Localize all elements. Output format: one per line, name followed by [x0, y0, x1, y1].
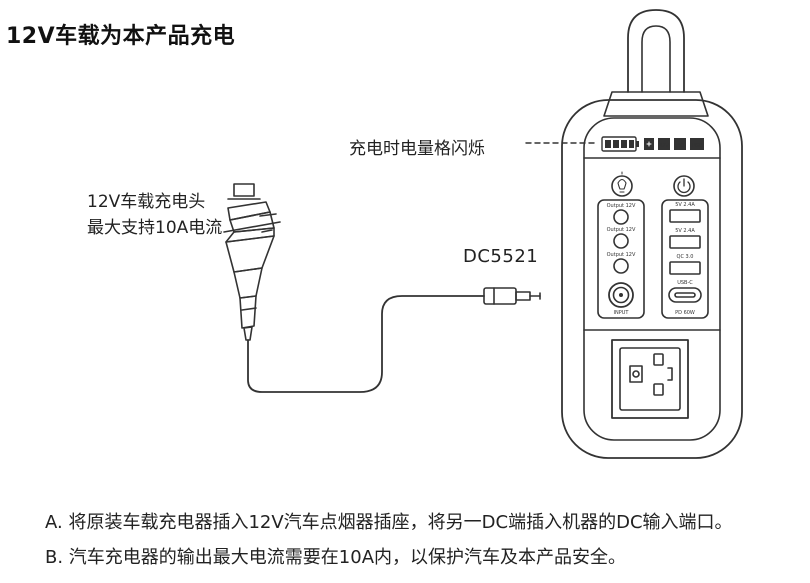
- power-button: [673, 175, 695, 197]
- instruction-a: A. 将原装车载充电器插入12V汽车点烟器插座，将另一DC端插入机器的DC输入端…: [45, 512, 733, 533]
- page-title: 12V车载为本产品充电: [6, 24, 236, 49]
- usb-c-port: [668, 287, 702, 303]
- device-handle: [603, 9, 709, 117]
- port-label: 5V 2.4A: [675, 202, 695, 208]
- plug-label-line1: 12V车载充电头: [87, 192, 206, 212]
- charging-cable: [247, 295, 485, 393]
- ac-outlet: [611, 339, 689, 419]
- car-charger-plug: [223, 183, 281, 341]
- dc5521-connector: [483, 287, 541, 305]
- device-body: [561, 99, 743, 459]
- screen-badges: [644, 138, 704, 150]
- port-label: PD 60W: [675, 310, 695, 316]
- screen-badge-label: AC: [677, 143, 684, 149]
- dc-port-panel: [597, 199, 645, 319]
- dc-input-port: [608, 282, 634, 308]
- screen-badge-label: 12V: [659, 143, 669, 149]
- instruction-b: B. 汽车充电器的输出最大电流需要在10A内，以保护汽车及本产品安全。: [45, 547, 627, 568]
- charge-indicator-label: 充电时电量格闪烁: [349, 139, 485, 159]
- port-label: 5V 2.4A: [675, 228, 695, 234]
- connector-label: DC5521: [463, 246, 539, 267]
- port-label: USB-C: [677, 280, 693, 286]
- dc-outputs: [613, 209, 629, 274]
- port-label: Output 12V: [607, 252, 636, 258]
- battery-indicator: [601, 136, 639, 152]
- plug-label-line2: 最大支持10A电流: [87, 218, 223, 238]
- usb-port-panel: [661, 199, 709, 319]
- light-button: [611, 171, 633, 197]
- port-label: Output 12V: [607, 203, 636, 209]
- screen-badge-label: USB: [692, 143, 703, 149]
- port-label: INPUT: [614, 310, 630, 316]
- usb-ports: [669, 209, 701, 275]
- port-label: QC 3.0: [677, 254, 694, 260]
- port-label: Output 12V: [607, 227, 636, 233]
